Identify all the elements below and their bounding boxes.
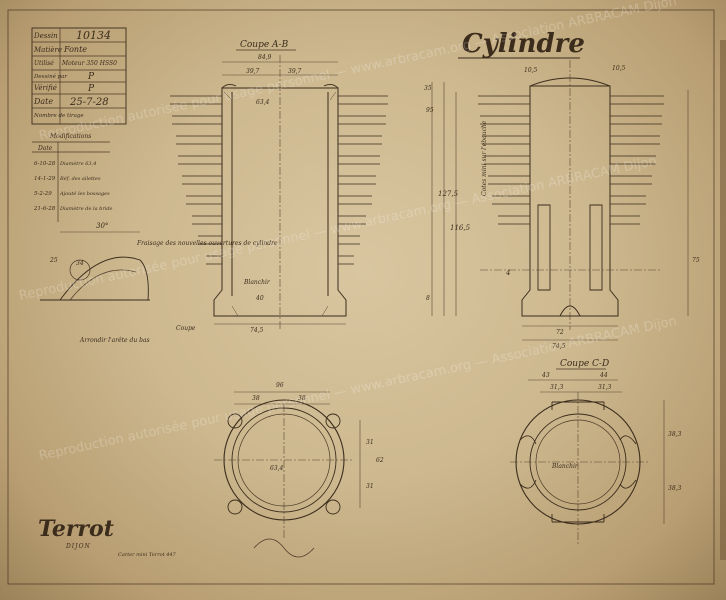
plan-view-right: Coupe C-D 43 44 31,3 31,3 Blanchir 38,3 … xyxy=(510,359,682,545)
note-blanchir: Blanchir xyxy=(243,279,271,286)
mod-col-date: Date xyxy=(37,145,53,152)
dim-34: 34 xyxy=(76,260,84,267)
dim-96: 96 xyxy=(276,382,284,389)
note-blanchir-cd: Blanchir xyxy=(551,463,579,470)
mod-text-0: Diamètre 63,4 xyxy=(59,160,96,167)
tb-value-1: Fonte xyxy=(63,45,87,54)
tb-label-1: Matière xyxy=(33,46,62,54)
tb-value-3: P xyxy=(87,72,95,82)
tb-label-6: Nombre de tirage xyxy=(33,113,84,119)
mod-date-1: 14-1-29 xyxy=(34,176,56,182)
section-ab-view: Coupe A-B 84,9 39,7 39,7 xyxy=(136,40,471,334)
mod-text-1: Réf. des ailettes xyxy=(59,175,101,182)
dim-38a: 38 xyxy=(252,395,260,402)
note-mini: Carter mini Terrot 447 xyxy=(118,552,177,558)
watermark-text-1: Reproduction autorisée pour usage person… xyxy=(38,0,678,144)
tb-value-5: 25-7-28 xyxy=(69,97,109,108)
dim-bottom-width-ab: 74,5 xyxy=(250,327,264,334)
dim-31a: 31 xyxy=(366,439,374,446)
dim-25: 25 xyxy=(49,257,58,264)
section-cd-label: Coupe C-D xyxy=(560,359,609,369)
mod-date-3: 21-6-28 xyxy=(33,206,56,212)
dim-397b: 39,7 xyxy=(288,68,302,75)
sheet-border xyxy=(7,9,715,585)
dim-1165: 116,5 xyxy=(450,224,471,232)
dim-1275: 127,5 xyxy=(438,190,459,198)
dim-bottom-width: 74,5 xyxy=(552,343,566,350)
tb-label-3: Dessiné par xyxy=(33,73,67,80)
sheet-title: Cylindre xyxy=(462,29,585,59)
mod-text-2: Ajouté les bossages xyxy=(59,190,110,197)
tb-label-0: Dessin xyxy=(33,32,58,40)
dim-8: 8 xyxy=(426,295,430,302)
tb-label-5: Date xyxy=(33,97,53,106)
dim-62: 62 xyxy=(376,457,384,464)
dim-95: 95 xyxy=(426,107,434,114)
note-arrondir: Arrondir l'arête du bas xyxy=(79,337,150,344)
dim-397a: 39,7 xyxy=(246,68,260,75)
section-ab-label: Coupe A-B xyxy=(240,40,289,50)
dim-bore-label: 63,4 xyxy=(256,99,270,106)
dim-4: 4 xyxy=(505,269,510,277)
dim-44: 44 xyxy=(599,372,608,379)
mod-date-0: 6-10-28 xyxy=(34,161,56,167)
dim-bore-plan: 63,4 xyxy=(270,465,284,472)
dim-35-ab: 35 xyxy=(424,85,432,92)
dim-38b: 38 xyxy=(298,395,306,402)
torn-edge xyxy=(720,40,726,560)
dim-40: 40 xyxy=(255,295,264,302)
dim-75: 75 xyxy=(692,257,700,264)
dim-313b: 31,3 xyxy=(598,384,612,391)
flange-detail: 30° 25 34 Arrondir l'arête du bas xyxy=(40,222,150,344)
tb-value-0: 10134 xyxy=(76,29,111,42)
note-fraisage: Fraisage des nouvelles ouvertures de cyl… xyxy=(136,240,278,247)
side-elevation-view: 10,5 10,5 Cotes mini sur l'ébauche 72 74… xyxy=(478,60,700,350)
modifications-table: Modifications Date 6-10-28 Diamètre 63,4… xyxy=(32,133,113,222)
dim-383b: 38,3 xyxy=(668,485,682,492)
title-block: Dessin 10134 Matière Fonte Utilisé Moteu… xyxy=(31,27,127,125)
brand-name: Terrot xyxy=(38,516,114,542)
dim-105a: 10,5 xyxy=(524,67,538,74)
mod-date-2: 5-2-29 xyxy=(34,191,52,197)
dim-43: 43 xyxy=(541,372,550,379)
tb-value-2: Moteur 350 HSS0 xyxy=(61,60,117,67)
mod-header: Modifications xyxy=(49,133,91,140)
brand-city: DIJON xyxy=(65,543,91,550)
dim-30deg: 30° xyxy=(96,222,108,230)
note-cotes: Cotes mini sur l'ébauche xyxy=(481,120,488,196)
dim-313a: 31,3 xyxy=(550,384,564,391)
dim-top-width: 84,9 xyxy=(258,54,272,61)
mod-text-3: Diamètre de la bride xyxy=(59,205,113,212)
dim-72: 72 xyxy=(556,329,564,336)
tb-label-2: Utilisé xyxy=(34,60,54,67)
dim-31b: 31 xyxy=(366,483,374,490)
tb-value-4: P xyxy=(87,84,95,94)
dim-383a: 38,3 xyxy=(668,431,682,438)
plan-view-left: 96 38 38 63,4 31 31 62 xyxy=(214,382,384,558)
tb-label-4: Vérifié xyxy=(34,84,57,92)
note-coupe: Coupe xyxy=(176,325,196,332)
terrot-logo: Terrot DIJON xyxy=(38,516,114,550)
dim-105b: 10,5 xyxy=(612,65,626,72)
